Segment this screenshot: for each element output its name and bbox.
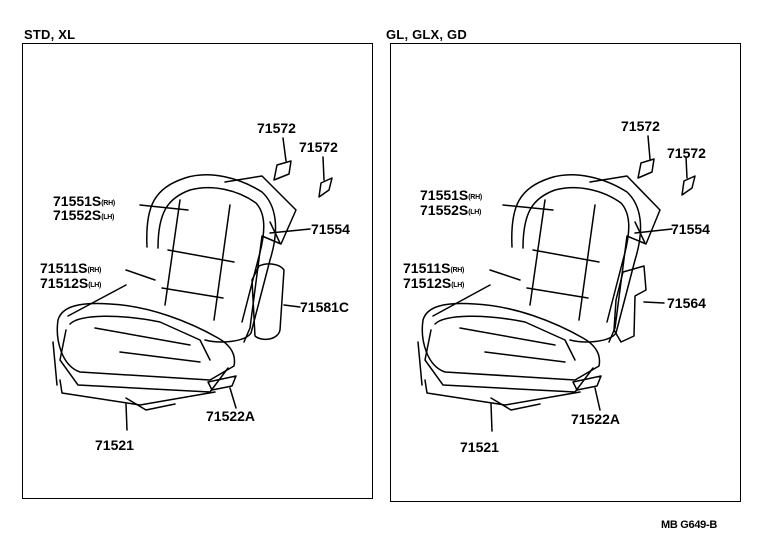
left-label-71511s: 71511S(RH) bbox=[40, 260, 102, 276]
right-label-71512s: 71512S(LH) bbox=[403, 275, 465, 291]
left-label-71552s: 71552S(LH) bbox=[53, 207, 115, 223]
rh-suffix: (RH) bbox=[87, 267, 102, 274]
right-label-71551s: 71551S(RH) bbox=[420, 187, 482, 203]
left-label-71551s: 71551S(RH) bbox=[53, 193, 115, 209]
right-seat-drawing bbox=[417, 135, 696, 432]
rh-suffix: (RH) bbox=[101, 200, 115, 207]
right-label-71552s: 71552S(LH) bbox=[420, 202, 482, 218]
rh-suffix: (RH) bbox=[450, 267, 465, 274]
left-label-71522a: 71522A bbox=[206, 408, 256, 424]
right-panel-frame bbox=[390, 43, 741, 502]
right-label-71564: 71564 bbox=[667, 295, 706, 311]
left-seat-drawing bbox=[52, 137, 333, 431]
right-label-71572-a: 71572 bbox=[621, 118, 660, 134]
figure-code: MB G649-B bbox=[661, 519, 717, 531]
right-label-71511s: 71511S(RH) bbox=[403, 260, 465, 276]
lh-suffix: (LH) bbox=[468, 209, 482, 216]
left-label-71581c: 71581C bbox=[300, 299, 350, 315]
left-panel-frame bbox=[22, 43, 373, 499]
lh-suffix: (LH) bbox=[451, 282, 465, 289]
left-panel-heading: STD, XL bbox=[24, 27, 76, 42]
right-label-71521: 71521 bbox=[460, 439, 499, 455]
left-label-71521: 71521 bbox=[95, 437, 134, 453]
left-label-71512s: 71512S(LH) bbox=[40, 275, 102, 291]
left-label-71554: 71554 bbox=[311, 221, 350, 237]
lh-suffix: (LH) bbox=[88, 282, 102, 289]
lh-suffix: (LH) bbox=[101, 214, 115, 221]
rh-suffix: (RH) bbox=[468, 194, 482, 201]
right-label-71554: 71554 bbox=[671, 221, 710, 237]
right-label-71522a: 71522A bbox=[571, 411, 621, 427]
left-label-71572-a: 71572 bbox=[257, 120, 296, 136]
right-panel-heading: GL, GLX, GD bbox=[386, 27, 467, 42]
left-label-71572-b: 71572 bbox=[299, 139, 338, 155]
right-label-71572-b: 71572 bbox=[667, 145, 706, 161]
